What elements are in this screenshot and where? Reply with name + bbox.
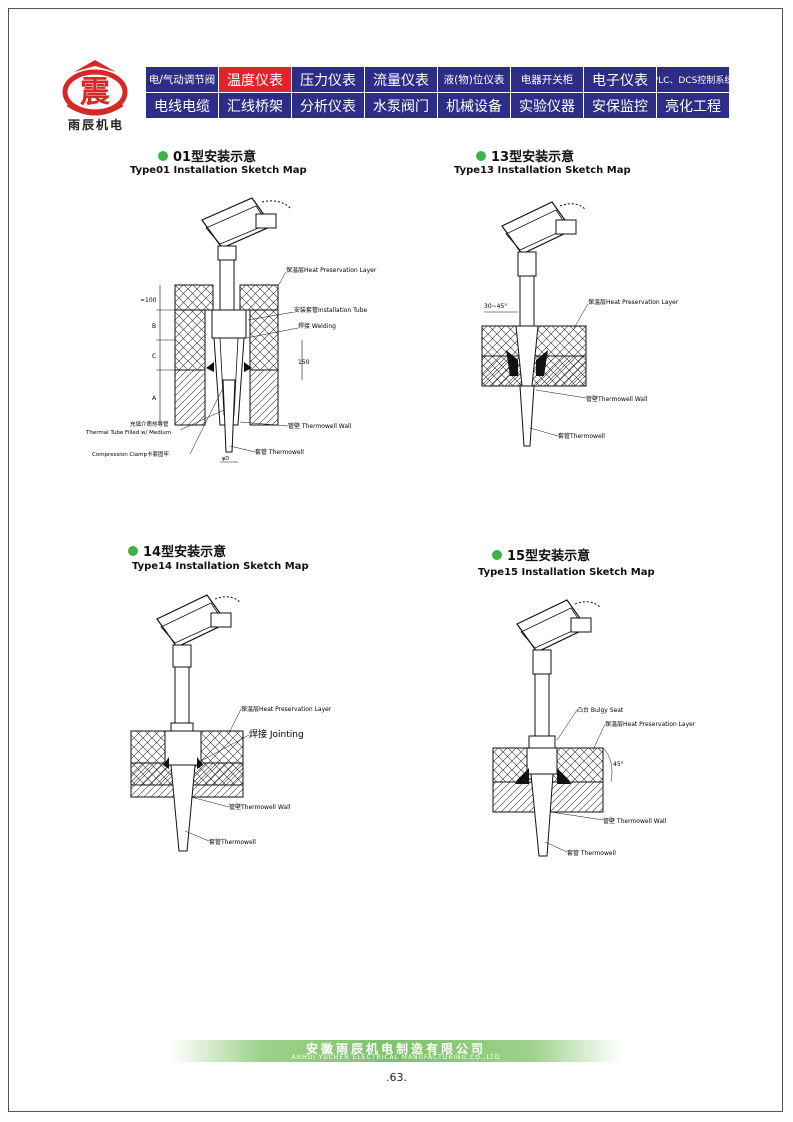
- type13-subtitle: Type13 Installation Sketch Map: [454, 165, 631, 176]
- junction-box-icon: [156, 594, 242, 668]
- junction-box-icon: [501, 201, 587, 277]
- nav-item[interactable]: 压力仪表: [292, 67, 364, 92]
- nav-item[interactable]: 机械设备: [438, 93, 510, 118]
- jointing-label: 焊接 Jointing: [249, 728, 304, 740]
- type14-title: 14型安装示意: [128, 541, 226, 560]
- company-name-cn: 安徽雨辰机电制造有限公司: [305, 1042, 486, 1056]
- type15-diagram: 45° 凸台 Bulgy Seat 保温层Heat Preservation L…: [492, 599, 696, 857]
- medium-en-label: Thermal Tube Filled w/ Medium: [85, 430, 171, 436]
- brand-name: 雨辰机电: [67, 118, 124, 132]
- heat-layer-label: 保温层Heat Preservation Layer: [588, 298, 679, 306]
- install-tube-label: 安装套管Installation Tube: [294, 306, 368, 314]
- brand-logo-icon: 震: [62, 60, 128, 116]
- bullet-icon: [492, 549, 502, 560]
- dim-phi-label: φD: [222, 456, 229, 462]
- thermowell-label: 套管 Thermowell: [255, 448, 304, 456]
- footer-band: [170, 1040, 622, 1062]
- thermowell-label: 套管 Thermowell: [567, 849, 616, 857]
- nav-item-active[interactable]: 温度仪表: [219, 67, 291, 92]
- nav-item[interactable]: 电器开关柜: [511, 67, 583, 92]
- type14-subtitle: Type14 Installation Sketch Map: [132, 561, 309, 572]
- logo-char: 震: [80, 75, 111, 110]
- heat-layer-label: 保温层Heat Preservation Layer: [286, 266, 377, 274]
- nav-item[interactable]: 亮化工程: [657, 93, 729, 118]
- wall-label: 管壁Thermowell Wall: [586, 395, 648, 403]
- welding-label: 焊接 Welding: [298, 322, 336, 330]
- nav-item[interactable]: 流量仪表: [365, 67, 437, 92]
- dim-150-label: 150: [298, 359, 310, 366]
- junction-box-icon: [201, 197, 291, 261]
- nav-item[interactable]: 安保监控: [584, 93, 656, 118]
- dim-100-label: ≈100: [140, 297, 157, 304]
- type14-diagram: 保温层Heat Preservation Layer 焊接 Jointing 管…: [130, 594, 332, 852]
- nav-item[interactable]: 电子仪表: [584, 67, 656, 92]
- nav-item[interactable]: 分析仪表: [292, 93, 364, 118]
- nav-item[interactable]: 液(物)位仪表: [438, 67, 510, 92]
- angle-label: 45°: [613, 761, 624, 768]
- angle-label: 30~45°: [484, 303, 507, 310]
- bulgy-seat-label: 凸台 Bulgy Seat: [577, 706, 624, 714]
- heat-layer-label: 保温层Heat Preservation Layer: [605, 720, 696, 728]
- nav-item[interactable]: 汇线桥架: [219, 93, 291, 118]
- page-number: .63.: [386, 1071, 407, 1084]
- category-nav: 电/气动调节阀 温度仪表 压力仪表 流量仪表 液(物)位仪表 电器开关柜 电子仪…: [146, 67, 730, 118]
- thermowell-label: 套管Thermowell: [209, 838, 256, 846]
- wall-label: 管壁Thermowell Wall: [229, 803, 291, 811]
- type15-subtitle: Type15 Installation Sketch Map: [478, 567, 655, 578]
- dim-b-label: B: [152, 323, 156, 330]
- company-name-en: ANHUI YUCHEN ELECTRICAL MANUFACTURING CO…: [291, 1054, 501, 1061]
- type15-title: 15型安装示意: [492, 545, 590, 564]
- dim-a-label: A: [152, 395, 157, 402]
- wall-label: 管壁 Thermowell Wall: [603, 817, 667, 825]
- type01-diagram: ≈100 B C A 150 φD 保温层Heat Preservation L…: [85, 197, 377, 463]
- bullet-icon: [476, 150, 486, 161]
- bullet-icon: [158, 150, 168, 161]
- type13-title: 13型安装示意: [476, 146, 574, 165]
- clamp-label: Compression Clamp卡套固牢: [92, 450, 170, 458]
- thermowell-label: 套管Thermowell: [558, 432, 605, 440]
- wall-label: 管壁 Thermowell Wall: [288, 422, 352, 430]
- heat-layer-label: 保温层Heat Preservation Layer: [241, 705, 332, 713]
- type13-diagram: 30~45° 保温层Heat Preservation Layer 管壁Ther…: [481, 201, 679, 447]
- nav-item[interactable]: 电线电缆: [146, 93, 218, 118]
- page-frame: [8, 8, 783, 1112]
- junction-box-icon: [516, 599, 602, 675]
- dim-c-label: C: [152, 353, 156, 360]
- nav-item[interactable]: 水泵阀门: [365, 93, 437, 118]
- type01-subtitle: Type01 Installation Sketch Map: [130, 165, 307, 176]
- medium-cn-label: 充填介质热导管: [130, 420, 169, 428]
- bullet-icon: [128, 545, 138, 556]
- nav-item[interactable]: 实验仪器: [511, 93, 583, 118]
- nav-item[interactable]: 电/气动调节阀: [146, 67, 218, 92]
- nav-item[interactable]: PLC、DCS控制系统: [657, 67, 729, 92]
- type01-title: 01型安装示意: [158, 146, 256, 165]
